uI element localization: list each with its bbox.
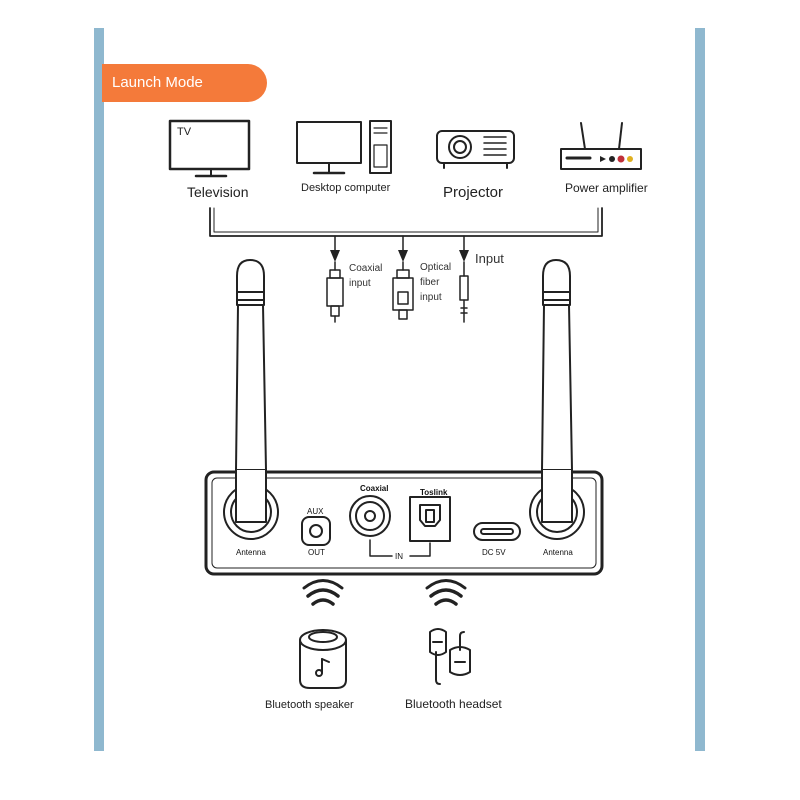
right-antenna	[541, 259, 573, 471]
antenna-left-label: Antenna	[236, 548, 266, 557]
desktop-computer-icon	[296, 120, 392, 175]
coaxial-plug-icon	[326, 261, 344, 323]
aux-out-port	[301, 516, 331, 546]
wave-icon-headset	[425, 579, 467, 606]
optical-fiber-input-label: Optical fiber input	[420, 262, 452, 303]
optical-plug-icon	[392, 261, 414, 320]
aux-plug-icon	[459, 261, 469, 323]
arrow-heads	[330, 250, 469, 262]
tv-screen-label: TV	[177, 126, 192, 138]
television-label: Television	[187, 184, 249, 200]
out-label: OUT	[308, 548, 325, 557]
distribution-bracket	[209, 207, 603, 237]
in-bracket	[369, 539, 431, 557]
left-antenna	[235, 259, 267, 471]
dc-5v-label: DC 5V	[482, 548, 506, 557]
input-drop-lines	[334, 235, 465, 259]
in-label: IN	[395, 552, 403, 561]
aux-label: AUX	[307, 507, 324, 516]
power-amplifier-icon	[560, 122, 642, 170]
launch-mode-badge: Launch Mode	[102, 64, 267, 102]
coaxial-port-label: Coaxial	[360, 484, 389, 493]
dc-5v-port	[473, 522, 521, 541]
desktop-computer-label: Desktop computer	[301, 182, 391, 194]
left-rail	[94, 28, 104, 751]
antenna-base-right	[529, 469, 585, 540]
aux-input-label: Input	[475, 251, 504, 266]
coaxial-input-label: Coaxial input	[349, 263, 383, 289]
transmitter-body	[204, 470, 604, 576]
toslink-label: Toslink	[420, 488, 448, 497]
antenna-right-label: Antenna	[543, 548, 573, 557]
television-icon	[168, 119, 251, 178]
amplifier-jacks	[600, 155, 633, 163]
bluetooth-speaker-label: Bluetooth speaker	[265, 699, 354, 711]
power-amplifier-label: Power amplifier	[565, 181, 648, 195]
right-rail	[695, 28, 705, 751]
bluetooth-headset-icon	[429, 628, 471, 685]
projector-icon	[436, 130, 515, 169]
wave-icon-speaker	[302, 579, 344, 606]
toslink-port	[409, 496, 451, 542]
coaxial-port	[349, 495, 391, 537]
bluetooth-headset-label: Bluetooth headset	[405, 697, 502, 711]
bluetooth-speaker-icon	[299, 629, 347, 689]
projector-label: Projector	[443, 184, 504, 201]
antenna-base-left	[223, 469, 279, 540]
